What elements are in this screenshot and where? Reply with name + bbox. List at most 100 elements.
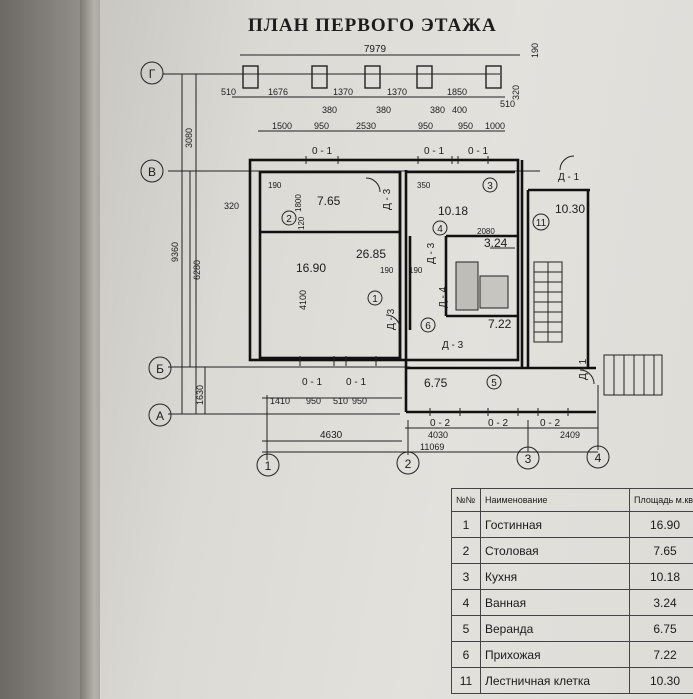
dim-4030: 4030	[428, 430, 448, 440]
row-area: 3.24	[629, 589, 693, 616]
door-d3-d: Д - 3	[442, 340, 464, 351]
room-mark-1: 1	[372, 294, 378, 305]
row-number: 4	[451, 589, 481, 616]
dim-4100: 4100	[298, 290, 308, 310]
door-d3-b: Д - 3	[426, 242, 437, 264]
col-area: Площадь м.кв	[629, 488, 693, 512]
door-d3-a: Д - 3	[382, 188, 393, 210]
row-number: 11	[451, 667, 481, 694]
dim-190-b: 190	[380, 266, 394, 275]
row-name: Столовая	[480, 537, 630, 564]
dim-950-e: 950	[352, 396, 367, 406]
room-mark-6: 6	[425, 321, 431, 332]
dim-320-left: 320	[224, 201, 239, 211]
top-dimensions: 7979 190 510 1676 1370 1370 1850 510 320…	[221, 43, 540, 131]
dim-120: 120	[297, 216, 306, 230]
window-o1-e: 0 - 1	[346, 377, 366, 388]
door-d1-a: Д - 1	[558, 172, 580, 183]
row-number: 6	[451, 641, 481, 668]
axis-4: 4	[595, 451, 602, 465]
row-area: 7.65	[629, 537, 693, 564]
dim-4630: 4630	[320, 430, 343, 441]
door-labels: Д - 1 Д - 1 Д - 3 Д - 3 Д - 3 Д - 3 Д - …	[382, 172, 589, 380]
window-o1-a: 0 - 1	[312, 146, 332, 157]
room-mark-3: 3	[487, 181, 493, 192]
axis-b: Б	[156, 362, 164, 376]
area-3-24: 3.24	[484, 236, 508, 250]
dim-1500: 1500	[272, 121, 292, 131]
plan-title: ПЛАН ПЕРВОГО ЭТАЖА	[248, 15, 497, 36]
row-number: 2	[451, 537, 481, 564]
dim-7979: 7979	[364, 44, 387, 55]
bottom-dimensions: 1410 950 510 950 4630 4030 2409 11069	[270, 396, 580, 452]
dim-950-b: 950	[418, 121, 433, 131]
row-area: 16.90	[629, 511, 693, 538]
window-o2-b: 0 - 2	[488, 418, 508, 429]
dim-2530: 2530	[356, 121, 376, 131]
area-7-22: 7.22	[488, 317, 512, 331]
window-labels: 0 - 1 0 - 1 0 - 1 0 - 1 0 - 1 0 - 2 0 - …	[302, 146, 560, 429]
room-mark-4: 4	[437, 224, 443, 235]
dim-1410: 1410	[270, 396, 290, 406]
axis-v: В	[148, 165, 156, 179]
axis-3: 3	[525, 452, 532, 466]
window-o2-c: 0 - 2	[540, 418, 560, 429]
dim-510-right: 510	[500, 99, 515, 109]
axis-1: 1	[265, 459, 272, 473]
window-o1-c: 0 - 1	[468, 146, 488, 157]
dim-510-left: 510	[221, 87, 236, 97]
room-mark-2: 2	[286, 214, 292, 225]
dim-1676: 1676	[268, 87, 288, 97]
col-number: №№	[451, 488, 481, 512]
area-10-18: 10.18	[438, 204, 468, 218]
dim-1000: 1000	[485, 121, 505, 131]
dim-2080: 2080	[477, 227, 495, 236]
table-header-row: №№ Наименование Площадь м.кв	[451, 488, 693, 512]
room-mark-5: 5	[491, 378, 497, 389]
dim-380-b: 380	[376, 105, 391, 115]
row-area: 7.22	[629, 641, 693, 668]
dim-6280: 6280	[192, 260, 202, 280]
col-name: Наименование	[480, 488, 630, 512]
row-name: Кухня	[480, 563, 630, 590]
row-area: 6.75	[629, 615, 693, 642]
dim-400: 400	[452, 105, 467, 115]
area-10-30: 10.30	[555, 202, 585, 216]
dim-350: 350	[417, 181, 431, 190]
dim-1850: 1850	[447, 87, 467, 97]
room-marks: 1 2 3 4 5 6 11	[281, 177, 550, 390]
axis-g: Г	[149, 67, 156, 81]
dim-380-a: 380	[322, 105, 337, 115]
area-16-90: 16.90	[296, 261, 326, 275]
window-o1-d: 0 - 1	[302, 377, 322, 388]
row-name: Гостинная	[480, 511, 630, 538]
dim-320-top: 320	[511, 85, 521, 100]
window-o2-a: 0 - 2	[430, 418, 450, 429]
dim-1630: 1630	[195, 385, 205, 405]
window-o1-b: 0 - 1	[424, 146, 444, 157]
dim-950-d: 950	[306, 396, 321, 406]
door-d3-c: Д - 3	[386, 308, 397, 330]
row-area: 10.18	[629, 563, 693, 590]
left-dimensions: 3080 9360 6280 1630 320 190 1800 120 410…	[170, 128, 495, 405]
door-d4: Д - 4	[438, 286, 449, 308]
row-name: Ванная	[480, 589, 630, 616]
axis-markers: Г В Б А 1 2 3 4	[140, 61, 610, 477]
door-d1-b: Д - 1	[578, 358, 589, 380]
row-area: 10.30	[629, 667, 693, 694]
dim-9360: 9360	[170, 242, 180, 262]
area-7-65: 7.65	[317, 194, 341, 208]
dim-190-top: 190	[530, 43, 540, 58]
dim-950-a: 950	[314, 121, 329, 131]
dim-1370-a: 1370	[333, 87, 353, 97]
row-number: 5	[451, 615, 481, 642]
row-name: Веранда	[480, 615, 630, 642]
